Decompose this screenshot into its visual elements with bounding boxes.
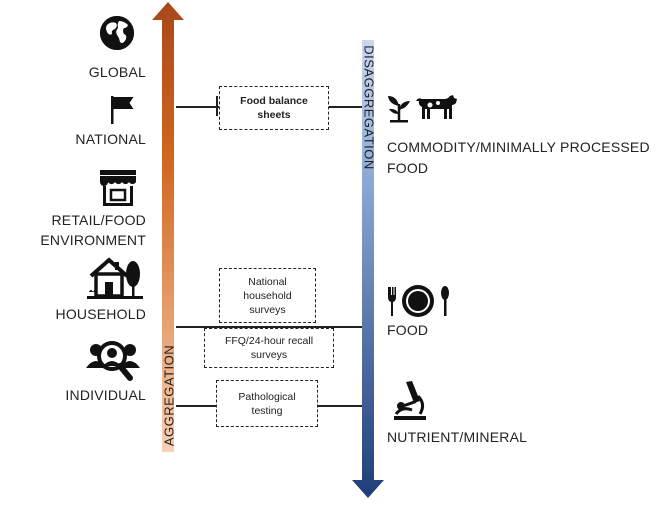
level-retail-line2: ENVIRONMENT bbox=[40, 232, 146, 248]
level-retail-line1: RETAIL/FOOD bbox=[51, 212, 146, 228]
globe-icon bbox=[100, 16, 134, 50]
national-hh-line2: household bbox=[243, 289, 292, 302]
patho-line2: testing bbox=[251, 404, 283, 417]
level-global: GLOBAL bbox=[88, 64, 146, 80]
aggregation-label: AGGREGATION bbox=[161, 344, 177, 447]
food-balance-line1: Food balance bbox=[240, 95, 308, 107]
label-food: FOOD bbox=[387, 322, 429, 338]
ffq-line1: FFQ/24-hour recall bbox=[224, 335, 314, 347]
aggregation-arrow bbox=[152, 2, 184, 452]
plant-icon bbox=[388, 96, 410, 123]
level-national: NATIONAL bbox=[75, 131, 146, 147]
pathological-box: Pathological testing bbox=[216, 380, 318, 427]
level-individual: INDIVIDUAL bbox=[65, 387, 146, 403]
level-household: HOUSEHOLD bbox=[55, 306, 146, 322]
flag-icon bbox=[111, 96, 134, 124]
label-commodity-line1: COMMODITY/MINIMALLY PROCESSED bbox=[387, 139, 650, 155]
national-household-box: National household surveys bbox=[219, 268, 316, 323]
national-hh-line3: surveys bbox=[249, 303, 286, 316]
house-icon bbox=[87, 257, 143, 299]
label-nutrient: NUTRIENT/MINERAL bbox=[387, 429, 528, 445]
connector-household bbox=[176, 326, 362, 328]
patho-line1: Pathological bbox=[238, 390, 296, 403]
connector-food-balance-tick bbox=[216, 96, 218, 116]
ffq-line2: surveys bbox=[250, 349, 288, 361]
food-balance-line2: sheets bbox=[257, 109, 291, 121]
food-balance-box: Food balance sheets bbox=[219, 86, 329, 130]
people-search-icon bbox=[86, 341, 140, 381]
label-commodity-line2: FOOD bbox=[387, 160, 429, 176]
plate-utensils-icon bbox=[388, 285, 449, 317]
national-hh-line1: National bbox=[248, 275, 287, 288]
disaggregation-arrow bbox=[352, 40, 384, 498]
storefront-icon bbox=[100, 170, 136, 206]
cow-icon bbox=[416, 95, 457, 119]
ffq-box: FFQ/24-hour recall surveys bbox=[204, 328, 334, 368]
disaggregation-label: DISAGGREGATION bbox=[361, 45, 377, 170]
microscope-icon bbox=[394, 381, 426, 420]
